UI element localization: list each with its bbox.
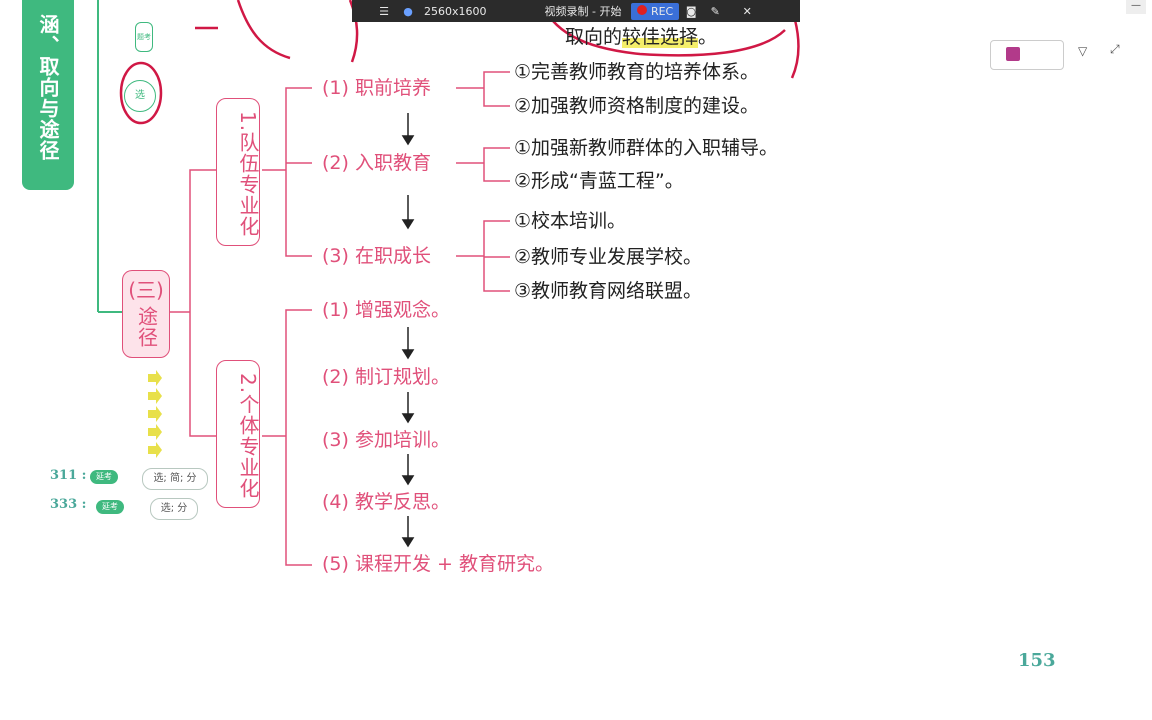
side-title-tab: 涵、取向与途径 (22, 0, 74, 190)
rec-label: REC (650, 4, 674, 18)
section-name: 途径 (134, 306, 159, 348)
resolution-label: 2560x1600 (424, 4, 487, 18)
top-text-suffix: 。 (698, 26, 718, 48)
window-close-icon[interactable]: — (1126, 0, 1146, 14)
record-dot-icon (637, 4, 648, 15)
individual-step: (2) 制订规划。 (322, 366, 450, 388)
highlight-text: 较佳选择 (622, 26, 699, 48)
side-small-mark: 题考 (135, 22, 153, 52)
pen-icon[interactable]: ✎ (710, 4, 720, 18)
individual-step: (1) 增强观念。 (322, 299, 450, 321)
group-box-team: 1.队伍专业化 (216, 98, 260, 246)
top-text-prefix: 取向的 (565, 26, 623, 48)
group-box-individual: 2.个体专业化 (216, 360, 260, 508)
expand-icon[interactable]: ⤢ (1110, 42, 1120, 56)
individual-step: (5) 课程开发 + 教育研究。 (322, 553, 554, 575)
sub-item: ①校本培训。 (514, 210, 627, 232)
microphone-icon[interactable]: ● (403, 4, 413, 18)
induction-item: (2) 入职教育 (322, 152, 431, 174)
recorder-title: 视频录制 - 开始 (544, 5, 622, 18)
exam-tag: 延考 (96, 500, 124, 514)
exam-tag: 延考 (90, 470, 118, 484)
sub-item: ②加强教师资格制度的建设。 (514, 95, 760, 117)
player-control-box[interactable] (990, 40, 1064, 70)
preservice-item: (1) 职前培养 (322, 77, 431, 99)
top-text: 取向的较佳选择。 (565, 25, 717, 49)
sub-item: ①加强新教师群体的入职辅导。 (514, 137, 779, 159)
side-title: 涵、取向与途径 (36, 14, 60, 161)
exam-code-333: 333 : (50, 497, 87, 512)
sub-item: ②形成“青蓝工程”。 (514, 170, 684, 192)
section-box: (三) 途径 (122, 270, 170, 358)
player-logo-icon (1006, 47, 1020, 61)
rec-button[interactable]: REC (631, 2, 680, 20)
select-circle-marker: 选 (124, 80, 156, 112)
page-number: 153 (1018, 650, 1056, 671)
side-mark-text: 题考 (137, 33, 151, 41)
menu-icon[interactable]: ☰ (379, 4, 389, 18)
section-number: (三) (128, 278, 164, 302)
inservice-item: (3) 在职成长 (322, 245, 431, 267)
exam-types: 选; 简; 分 (142, 468, 208, 490)
filter-icon[interactable]: ▽ (1078, 44, 1088, 58)
individual-step: (3) 参加培训。 (322, 429, 450, 451)
sub-item: ③教师教育网络联盟。 (514, 280, 703, 302)
individual-step: (4) 教学反思。 (322, 491, 450, 513)
select-circle-label: 选 (135, 90, 145, 101)
sub-item: ①完善教师教育的培养体系。 (514, 61, 760, 83)
exam-code-311: 311 : (50, 468, 87, 483)
camera-icon[interactable]: ◙ (685, 4, 697, 18)
close-icon[interactable]: ✕ (742, 4, 752, 18)
recorder-toolbar: ☰ ● 2560x1600 视频录制 - 开始 REC ◙ ✎ ✕ (352, 0, 800, 22)
sub-item: ②教师专业发展学校。 (514, 246, 703, 268)
exam-types: 选; 分 (150, 498, 198, 520)
